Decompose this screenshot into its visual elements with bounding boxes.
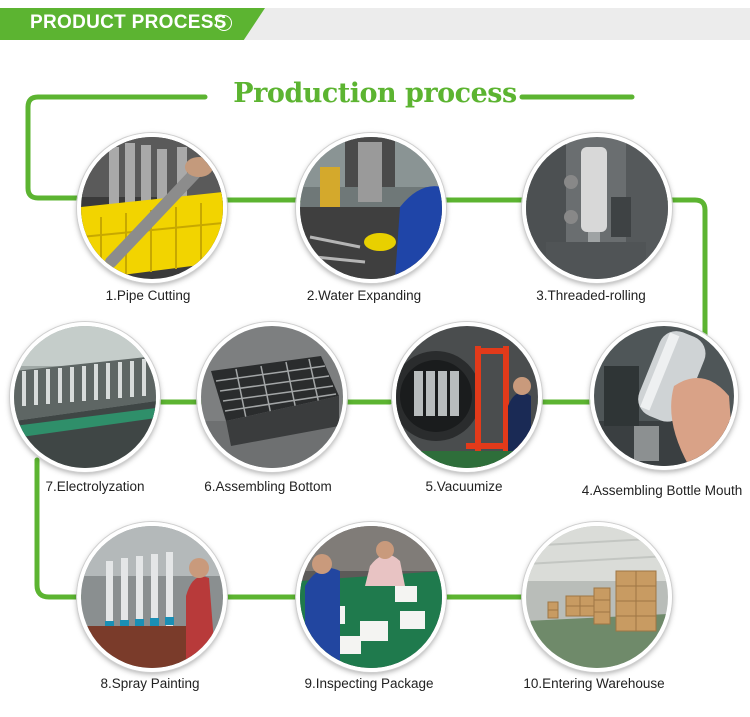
step-3-label: 3.Threaded-rolling	[536, 288, 646, 303]
step-8-label: 8.Spray Painting	[100, 676, 200, 691]
chevron-down-icon: ⌄	[216, 15, 232, 31]
step-6-label: 6.Assembling Bottom	[204, 479, 332, 494]
step-4-label: 4.Assembling Bottle Mouth	[581, 483, 743, 498]
step-3-photo	[522, 133, 672, 283]
step-7-label: 7.Electrolyzation	[45, 479, 145, 494]
main-title: Production process	[233, 78, 517, 109]
step-4-photo	[590, 322, 738, 470]
step-2-label: 2.Water Expanding	[306, 288, 422, 303]
step-6-photo	[197, 322, 347, 472]
header-title: PRODUCT PROCESS	[30, 12, 227, 33]
step-2-photo	[296, 133, 446, 283]
step-1-photo	[77, 133, 227, 283]
step-9-photo	[296, 522, 446, 672]
step-10-photo	[522, 522, 672, 672]
step-7-photo	[10, 322, 160, 472]
step-10-label: 10.Entering Warehouse	[523, 676, 665, 691]
step-9-label: 9.Inspecting Package	[304, 676, 434, 691]
step-5-photo	[392, 322, 542, 472]
step-8-photo	[77, 522, 227, 672]
step-1-label: 1.Pipe Cutting	[105, 288, 191, 303]
step-5-label: 5.Vacuumize	[425, 479, 503, 494]
